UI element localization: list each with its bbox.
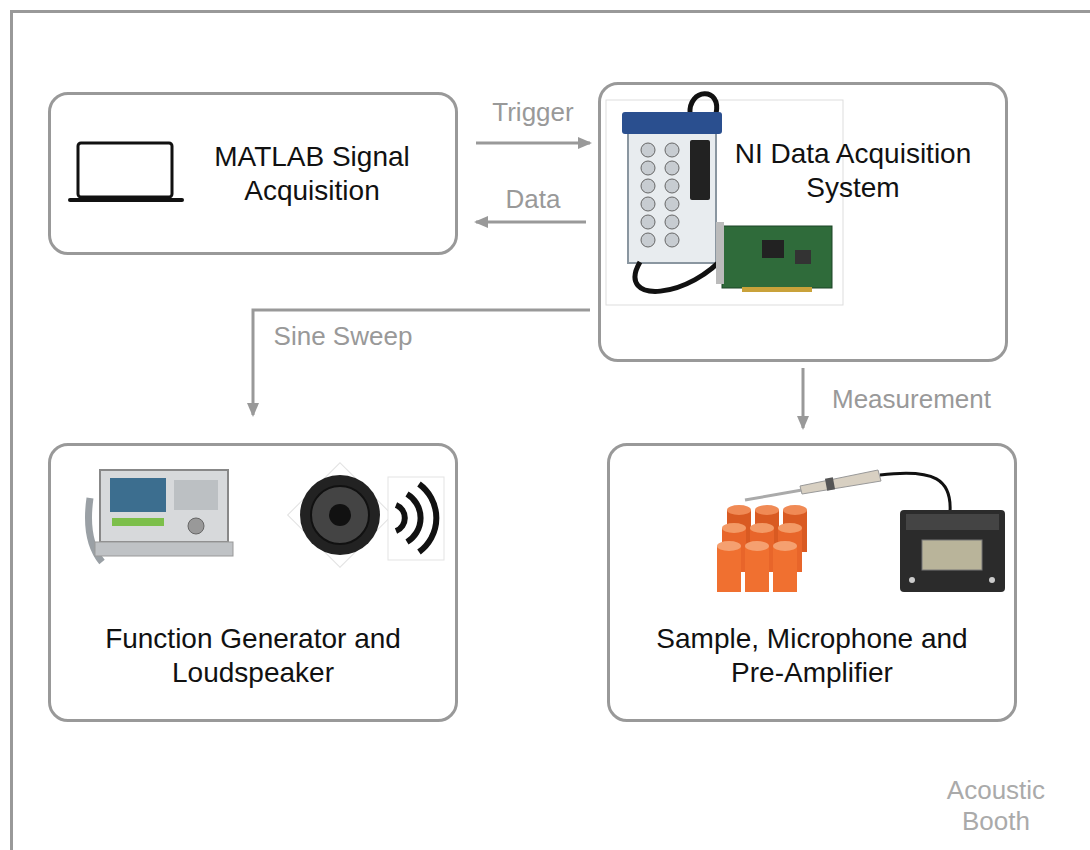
speaker-frame	[288, 463, 393, 568]
preamp-top	[906, 514, 999, 530]
generator-body	[100, 470, 228, 542]
box-label: Sample, Microphone and Pre-Amplifier	[640, 622, 985, 689]
generator-screen	[110, 478, 166, 512]
bnc	[665, 161, 679, 175]
bnc	[641, 179, 655, 193]
bnc	[665, 197, 679, 211]
laptop-base	[70, 198, 182, 202]
tube-top	[773, 541, 797, 551]
daq-cap	[622, 112, 722, 134]
edge-label: Sine Sweep	[270, 321, 417, 352]
waves-frame	[388, 477, 444, 560]
tube	[773, 546, 797, 592]
sound-wave	[407, 494, 421, 542]
box-label: NI Data Acquisition System	[723, 137, 983, 204]
bnc	[665, 179, 679, 193]
microphone-band	[825, 477, 835, 490]
pci-chip	[762, 240, 784, 258]
region-label: Acoustic Booth	[931, 775, 1061, 837]
bnc	[665, 215, 679, 229]
signal-arrow	[802, 368, 805, 428]
process-box: NI Data Acquisition System	[598, 82, 1008, 362]
daq-port	[690, 140, 710, 200]
generator-keys	[112, 518, 164, 526]
edge-label: Data	[502, 184, 565, 215]
microphone-cable	[880, 473, 950, 512]
microphone-probe	[745, 490, 802, 500]
tube-top	[722, 523, 746, 533]
tube-top	[727, 505, 751, 515]
preamp-led	[909, 577, 915, 583]
preamp-body	[900, 510, 1005, 592]
bnc	[665, 233, 679, 247]
process-box: Sample, Microphone and Pre-Amplifier	[607, 443, 1017, 722]
tube-top	[783, 505, 807, 515]
process-box: MATLAB Signal Acquisition	[48, 92, 458, 255]
daq-cable	[635, 252, 728, 291]
bnc	[641, 161, 655, 175]
booth-frame: Acoustic Booth MATLAB Signal Acquisition N…	[10, 10, 1090, 850]
sample	[717, 505, 807, 592]
bnc	[641, 143, 655, 157]
edge-label: Trigger	[488, 97, 577, 128]
pci-bracket	[716, 222, 724, 284]
tube-top	[778, 523, 802, 533]
bnc	[641, 215, 655, 229]
speaker-cone	[311, 486, 369, 544]
sound-wave	[419, 484, 436, 552]
speaker-rim	[300, 475, 380, 555]
tube-top	[745, 541, 769, 551]
tube	[717, 546, 741, 592]
daq-body	[628, 128, 716, 263]
sound-wave	[396, 505, 405, 531]
signal-arrow	[253, 310, 590, 415]
laptop-screen	[78, 143, 172, 197]
tube-top	[717, 541, 741, 551]
tube-top	[755, 505, 779, 515]
tube-top	[750, 523, 774, 533]
pci-fingers	[742, 287, 812, 292]
bnc	[641, 197, 655, 211]
edge-label: Measurement	[828, 384, 995, 415]
pci-card	[722, 226, 832, 288]
box-label: Function Generator and Loudspeaker	[88, 622, 418, 689]
preamp-led	[989, 577, 995, 583]
bnc	[665, 143, 679, 157]
daq-cable-top	[690, 94, 717, 114]
generator-base	[95, 542, 233, 556]
generator-knob	[188, 518, 204, 534]
generator-keypad	[174, 480, 218, 510]
edge-label-layer: TriggerDataSine SweepMeasurement	[0, 0, 1090, 125]
tube	[745, 546, 769, 592]
bnc-connectors	[641, 143, 679, 247]
preamp-screen	[922, 540, 982, 570]
bnc	[641, 233, 655, 247]
signal-arrow	[476, 221, 586, 224]
process-box: Function Generator and Loudspeaker	[48, 443, 458, 722]
box-label: MATLAB Signal Acquisition	[197, 140, 427, 207]
microphone-body	[800, 470, 881, 494]
signal-arrow	[476, 142, 590, 145]
speaker-cap	[329, 504, 351, 526]
pci-chip	[795, 250, 811, 264]
